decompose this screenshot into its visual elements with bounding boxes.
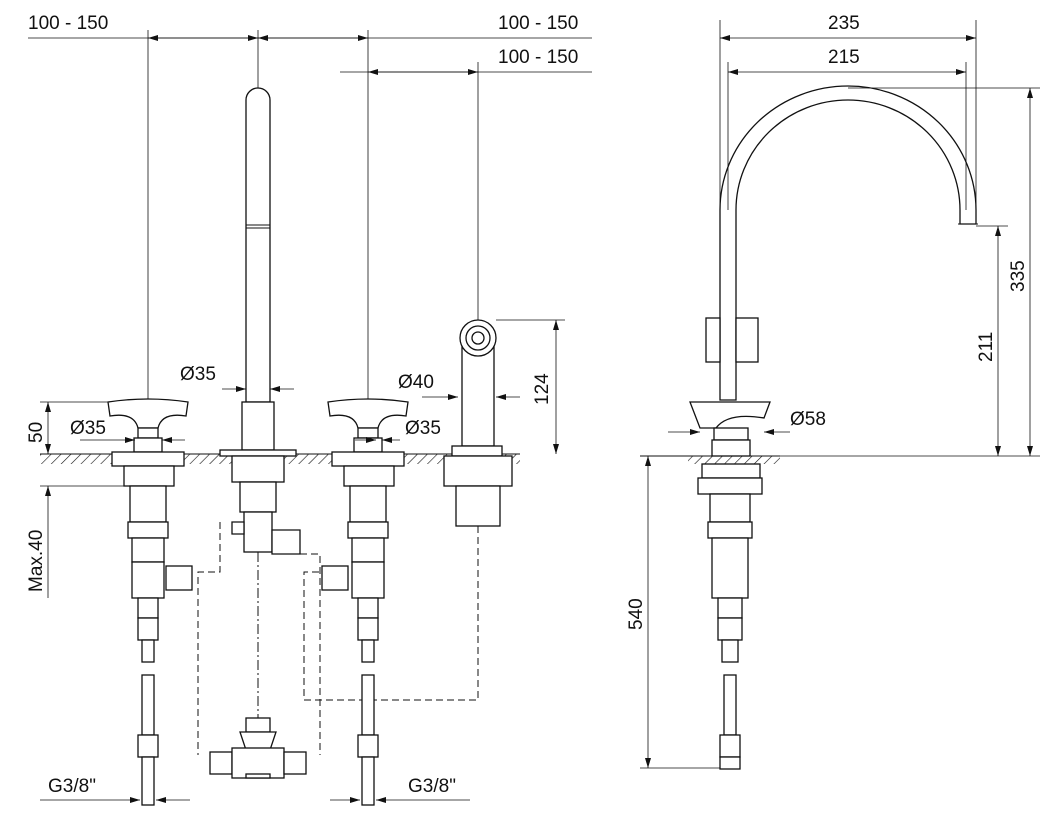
width-outer: 235 bbox=[828, 13, 860, 34]
dia-base: Ø58 bbox=[790, 409, 826, 430]
side-deck-hatch bbox=[688, 456, 780, 464]
height-outlet: 211 bbox=[976, 332, 997, 362]
right-valve bbox=[321, 398, 409, 663]
hand-shower bbox=[443, 319, 513, 527]
hose-length: 540 bbox=[626, 598, 647, 630]
right-supply-pipe bbox=[357, 674, 379, 806]
left-supply-pipe bbox=[137, 674, 159, 806]
height-total: 335 bbox=[1008, 260, 1029, 292]
front-view: 100 - 150 100 - 150 100 - 150 Ø35 bbox=[26, 13, 592, 806]
left-valve bbox=[107, 398, 193, 663]
spout bbox=[219, 87, 301, 555]
dia-handle-left: Ø35 bbox=[70, 418, 106, 439]
dia-handle-right: Ø35 bbox=[405, 418, 441, 439]
height-shower: 124 bbox=[532, 373, 553, 405]
dia-spout: Ø35 bbox=[180, 364, 216, 385]
height-handles: 50 bbox=[26, 422, 47, 443]
deck-thickness: Max.40 bbox=[26, 530, 47, 592]
dim-top-right-2: 100 - 150 bbox=[498, 47, 578, 68]
width-inner: 215 bbox=[828, 47, 860, 68]
tee-connector bbox=[209, 717, 307, 779]
side-view: 235 215 335 211 Ø58 540 bbox=[626, 13, 1040, 770]
dim-top-left: 100 - 150 bbox=[28, 13, 108, 34]
conn-left: G3/8" bbox=[48, 776, 96, 797]
dia-shower: Ø40 bbox=[398, 372, 434, 393]
conn-right: G3/8" bbox=[408, 776, 456, 797]
dim-top-right-1: 100 - 150 bbox=[498, 13, 578, 34]
